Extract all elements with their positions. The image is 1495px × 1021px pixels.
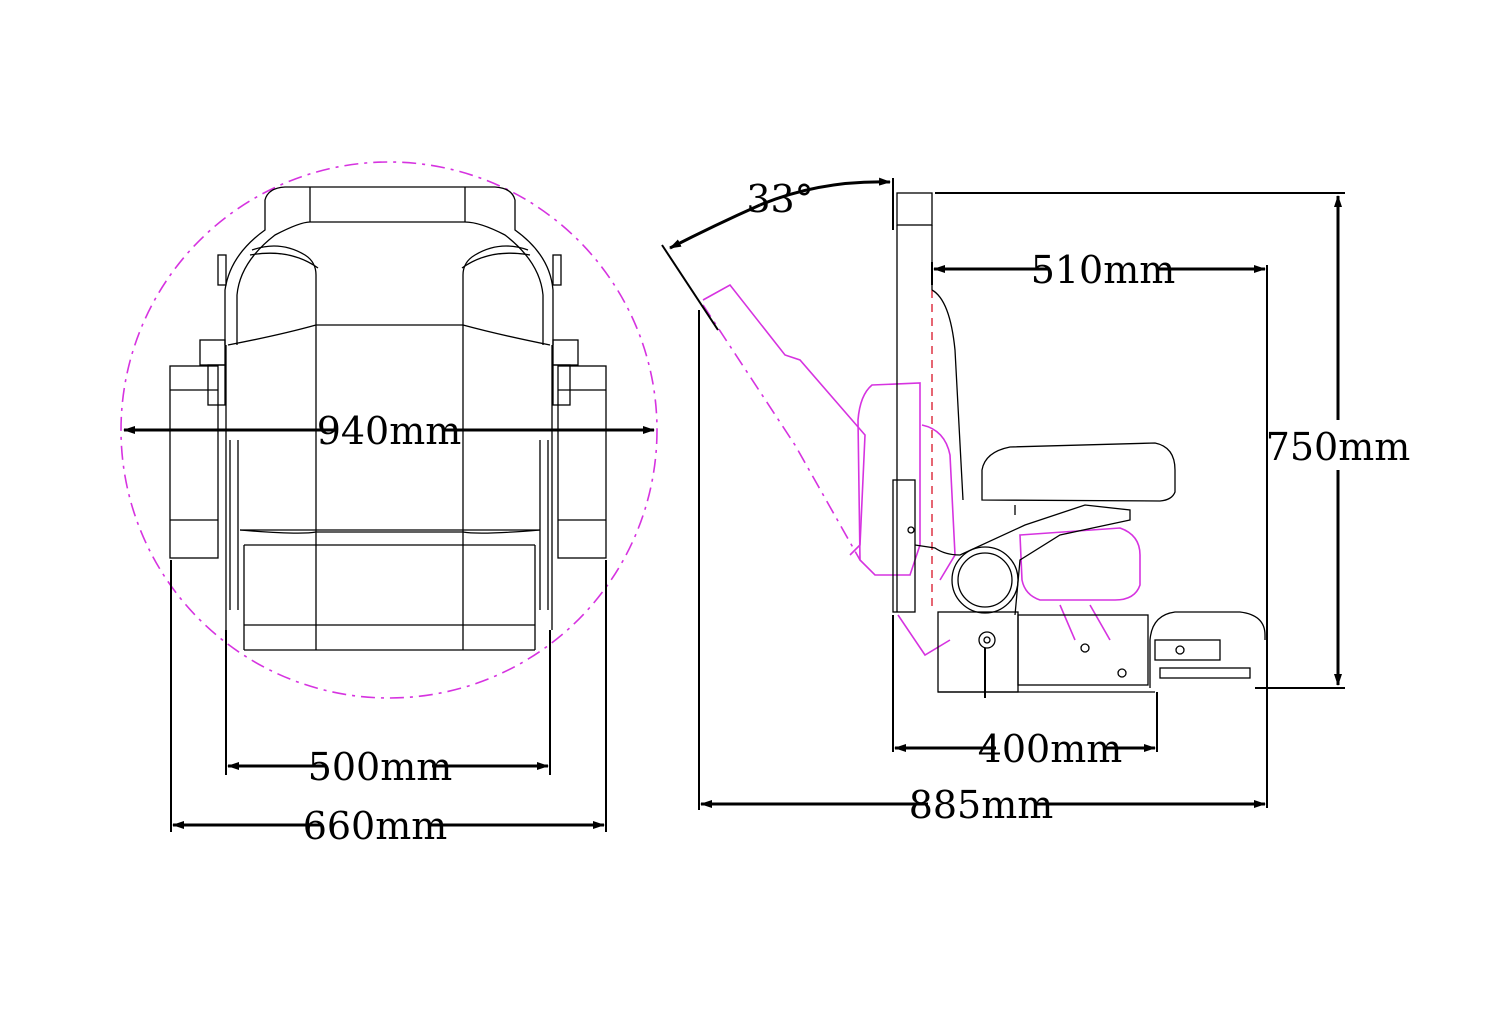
front-brackets [199, 254, 579, 610]
swing-envelope-circle [120, 161, 658, 699]
dimension-660: 660mm [170, 560, 607, 848]
dimension-750: 750mm [935, 192, 1411, 689]
suspension-mechanism [914, 504, 1266, 698]
angle-33: 33° [661, 177, 894, 331]
dimension-500: 500mm [225, 630, 551, 789]
side-view: 33° 510mm 750mm 400mm [661, 177, 1411, 827]
label-750: 750mm [1266, 425, 1411, 469]
front-armrests [169, 365, 607, 559]
label-885: 885mm [909, 783, 1054, 827]
label-400: 400mm [978, 727, 1123, 771]
front-view: 940mm 500mm 660mm [120, 161, 658, 848]
label-500: 500mm [308, 745, 453, 789]
dimension-400: 400mm [892, 615, 1158, 771]
label-33: 33° [746, 177, 813, 221]
label-940: 940mm [317, 409, 462, 453]
reclined-backrest-envelope [702, 283, 1141, 657]
front-backrest [224, 186, 554, 651]
label-660: 660mm [303, 804, 448, 848]
label-510: 510mm [1031, 248, 1176, 292]
upright-backrest [892, 192, 964, 613]
seat-cushion [981, 442, 1176, 502]
dimension-510: 510mm [931, 248, 1268, 808]
dimension-940: 940mm [123, 409, 655, 453]
dimension-885: 885mm [698, 310, 1266, 827]
